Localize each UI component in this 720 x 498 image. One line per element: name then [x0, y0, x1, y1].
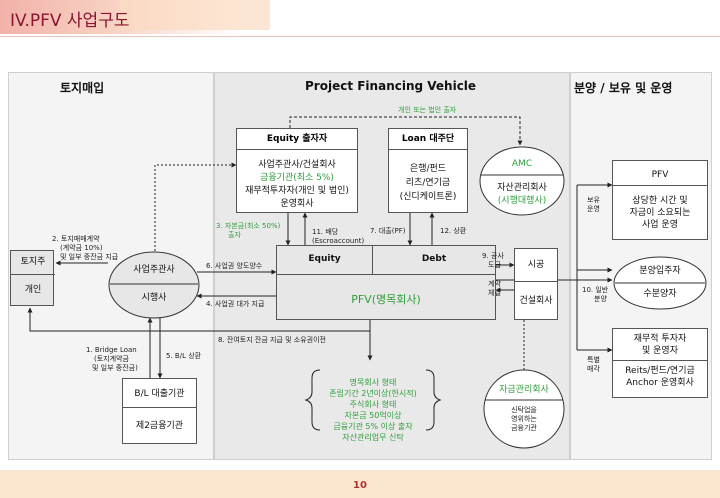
buyer-title: 분양입주자 — [639, 266, 681, 276]
amc-line-2: (시행대행사) — [497, 196, 547, 206]
pfv-feature-6: 자산관리업무 신탁 — [342, 433, 404, 442]
hold-operate-line-2: 자금이 소요되는 — [629, 208, 691, 218]
custody-line-1: 신탁업을 — [511, 406, 537, 414]
flow-9-line-2: 도급 — [488, 261, 501, 269]
pfv-feature-4: 자본금 50억이상 — [344, 411, 402, 420]
investor-line-4: Anchor 운영회사 — [626, 378, 694, 388]
investor-line-1: 재무적 투자자 — [633, 334, 687, 344]
loan-line-1: 은행/펀드 — [409, 164, 447, 174]
flow-5-label: 5. B/L 상환 — [166, 352, 202, 360]
flow-1-line-2: (토지계약금 — [94, 355, 129, 363]
flow-amc-label: 개인 또는 법인 출자 — [398, 106, 457, 114]
flow-10-line-1: 10. 일반 — [582, 286, 609, 294]
page-title: IV.PFV 사업구도 — [10, 11, 130, 31]
bridge-lender-title: B/L 대출기관 — [134, 389, 185, 399]
loan-line-3: (신디케이트론) — [399, 192, 457, 202]
custody-ellipse — [483, 369, 565, 449]
landowner-type: 개인 — [24, 285, 42, 295]
investor-divider — [613, 360, 707, 361]
landowner-title: 토지주 — [20, 257, 46, 267]
flow-sale-line-1: 특별 — [587, 356, 600, 364]
custody-title: 자금관리회사 — [499, 385, 549, 395]
flow-hold-line-2: 운영 — [587, 205, 600, 213]
page-number: 10 — [353, 480, 367, 491]
flow-3-line-2: 출자 — [228, 231, 241, 239]
flow-11-line-1: 11. 배당 — [312, 228, 339, 236]
pfv-equity-label: Equity — [308, 254, 341, 264]
hold-operate-line-3: 사업 운영 — [642, 220, 678, 230]
construction-title: 시공 — [527, 260, 545, 270]
construction-box: 시공 건설회사 — [514, 248, 558, 320]
flow-11-line-2: (Escroaccount) — [312, 237, 365, 245]
flow-contract-line-2: 체결 — [488, 289, 501, 297]
bridge-lender-type: 제2금융기관 — [135, 421, 184, 431]
landowner-box: 토지주 개인 — [10, 250, 55, 306]
developer-ellipse — [108, 251, 200, 319]
loan-syndicate-title: Loan 대주단 — [389, 129, 467, 150]
footer-bar — [0, 470, 720, 498]
flow-1-line-3: 및 일부 중잔금) — [92, 364, 138, 372]
header-band — [0, 0, 720, 37]
pfv-feature-3: 주식회사 형태 — [349, 400, 397, 409]
equity-line-2: 금융기관(최소 5%) — [260, 173, 334, 183]
flow-1-line-1: 1. Bridge Loan — [86, 346, 137, 354]
construction-divider — [515, 281, 557, 282]
equity-investors-title: Equity 출자자 — [237, 129, 357, 150]
landowner-divider — [11, 274, 55, 275]
pfv-header-divider — [372, 246, 373, 274]
flow-sale-line-2: 매각 — [587, 365, 600, 373]
ops-section-title: 분양 / 보유 및 운영 — [574, 81, 673, 95]
investor-line-3: Reits/펀드/연기금 — [625, 366, 695, 376]
flow-3-line-1: 3. 자본금(최소 50%) — [216, 222, 281, 230]
bridge-lender-box: B/L 대출기관 제2금융기관 — [122, 378, 197, 444]
investor-line-2: 및 운영자 — [642, 346, 678, 356]
loan-line-2: 리츠/연기금 — [405, 178, 451, 188]
flow-2-line-3: 및 일부 중잔금 지급 — [60, 253, 119, 261]
buyer-type: 수분양자 — [643, 289, 677, 299]
flow-2-line-1: 2. 토지매매계약 — [52, 235, 100, 243]
buyer-ellipse — [613, 256, 707, 310]
custody-line-3: 금융기관 — [511, 424, 537, 432]
equity-investors-box: Equity 출자자 사업주관사/건설회사 금융기관(최소 5%) 재무적투자자… — [236, 128, 358, 213]
developer-title: 사업주관사 — [133, 265, 175, 275]
amc-title: AMC — [511, 159, 533, 169]
bridge-lender-divider — [123, 407, 196, 408]
hold-operate-box: PFV 상당한 시간 및 자금이 소요되는 사업 운영 — [612, 160, 708, 240]
flow-12-label: 12. 상환 — [440, 227, 467, 235]
land-section-title: 토지매입 — [60, 81, 105, 95]
loan-syndicate-box: Loan 대주단 은행/펀드 리츠/연기금 (신디케이트론) — [388, 128, 468, 213]
pfv-header — [277, 246, 495, 275]
flow-2-line-2: (계약금 10%) — [60, 244, 103, 252]
equity-line-3: 재무적투자자(개인 및 법인) — [245, 186, 349, 196]
pfv-section-title: Project Financing Vehicle — [305, 79, 477, 93]
flow-10-line-2: 분양 — [594, 295, 607, 303]
hold-operate-title: PFV — [651, 170, 669, 180]
equity-line-1: 사업주관사/건설회사 — [258, 160, 336, 170]
flow-4-label: 4. 사업권 대가 지급 — [206, 300, 265, 308]
developer-type: 시행사 — [141, 293, 167, 303]
amc-line-1: 자산관리회사 — [497, 183, 547, 193]
flow-hold-line-1: 보유 — [587, 196, 600, 204]
flow-7-label: 7. 대출(PF) — [370, 227, 406, 235]
flow-6-label: 6. 사업권 양도양수 — [206, 262, 263, 270]
pfv-feature-2: 존립기간 2년이상(한시적) — [329, 389, 417, 398]
investor-operator-box: 재무적 투자자 및 운영자 Reits/펀드/연기금 Anchor 운영회사 — [612, 328, 708, 398]
pfv-debt-label: Debt — [421, 254, 447, 264]
custody-line-2: 영위하는 — [511, 415, 537, 423]
flow-9-line-1: 9. 공사 — [482, 252, 504, 260]
amc-ellipse — [479, 146, 565, 216]
hold-operate-divider — [613, 185, 707, 186]
construction-type: 건설회사 — [519, 296, 553, 306]
pfv-name: PFV(명목회사) — [351, 293, 421, 306]
pfv-box: Equity Debt PFV(명목회사) — [276, 245, 496, 320]
pfv-feature-5: 금융기관 5% 이상 출자 — [333, 422, 413, 431]
pfv-feature-1: 명목회사 형태 — [349, 378, 397, 387]
flow-8-label: 8. 잔여토지 잔금 지급 및 소유권이전 — [218, 336, 326, 344]
equity-line-4: 운영회사 — [280, 199, 314, 209]
flow-contract-line-1: 계약 — [488, 280, 501, 288]
hold-operate-line-1: 상당한 시간 및 — [632, 196, 688, 206]
